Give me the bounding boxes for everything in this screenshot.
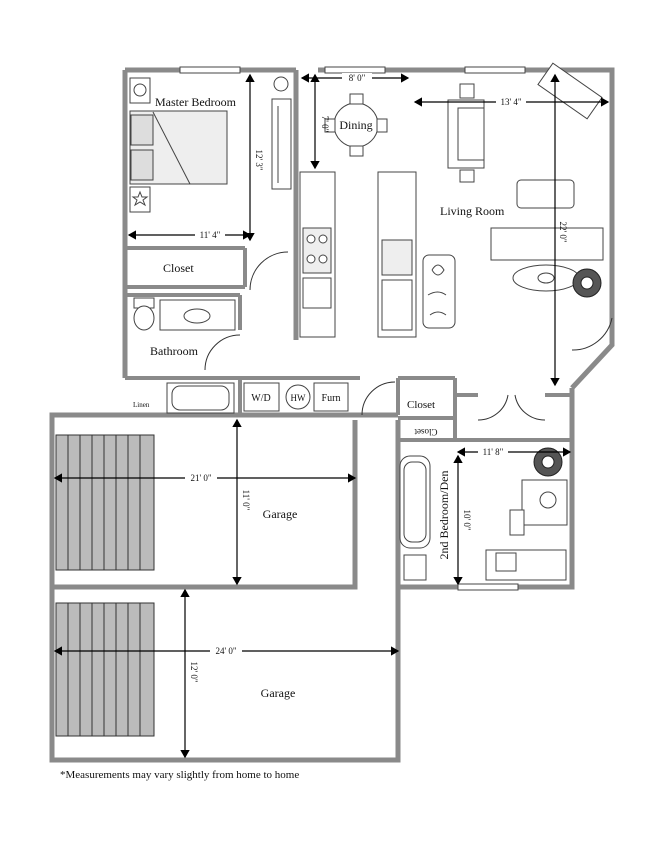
dining-table	[324, 93, 388, 157]
dim-dining-depth: 7' 0"	[320, 116, 330, 133]
dim-living-width: 13' 4"	[500, 97, 521, 107]
dim-garage-upper-width: 21' 0"	[190, 473, 211, 483]
dim-master-width: 11' 4"	[200, 230, 221, 240]
bathroom-fixtures	[133, 297, 236, 414]
dim-living-depth: 22' 0"	[558, 221, 568, 242]
dim-garage-lower-width: 24' 0"	[215, 646, 236, 656]
label-closet-small: Closet	[414, 427, 438, 437]
bed-master	[129, 110, 228, 185]
door-swings	[204, 251, 613, 421]
label-garage-upper: Garage	[263, 507, 298, 521]
dimension-labels: 8' 0" 7' 0" 12' 3" 11' 4" 13' 4" 22' 0" …	[185, 73, 568, 683]
dim-dining-width: 8' 0"	[349, 73, 366, 83]
footnote: *Measurements may vary slightly from hom…	[60, 769, 299, 781]
label-dining: Dining	[339, 118, 372, 132]
label-garage-lower: Garage	[261, 686, 296, 700]
garage-door-upper	[55, 434, 155, 571]
label-wd: W/D	[251, 393, 270, 404]
interior-walls	[125, 246, 572, 442]
second-bedroom-furniture	[399, 455, 568, 581]
label-bathroom: Bathroom	[150, 344, 199, 358]
counter-plant	[422, 254, 456, 329]
utility-units	[243, 382, 349, 412]
label-furn: Furn	[322, 393, 341, 404]
label-master-bedroom: Master Bedroom	[155, 95, 237, 109]
dim-garage-upper-depth: 11' 0"	[241, 490, 251, 511]
label-living-room: Living Room	[440, 204, 505, 218]
room-labels: Master Bedroom Dining Living Room Closet…	[133, 95, 505, 700]
wardrobe	[271, 76, 292, 190]
kitchen-cabinets	[299, 171, 417, 338]
label-closet-master: Closet	[163, 261, 194, 275]
label-second-bedroom: 2nd Bedroom/Den	[437, 471, 451, 560]
dim-second-depth: 10' 0"	[462, 509, 472, 530]
label-linen: Linen	[133, 401, 150, 409]
plant-living	[572, 268, 602, 298]
nightstand-icon	[129, 77, 151, 213]
living-furniture	[447, 62, 604, 292]
dim-master-depth: 12' 3"	[254, 149, 264, 170]
dim-garage-lower-depth: 12' 0"	[189, 661, 199, 682]
dim-second-width: 11' 8"	[483, 447, 504, 457]
garage-door-lower	[55, 602, 155, 737]
label-closet-hall: Closet	[407, 399, 435, 411]
label-hw: HW	[291, 393, 306, 403]
